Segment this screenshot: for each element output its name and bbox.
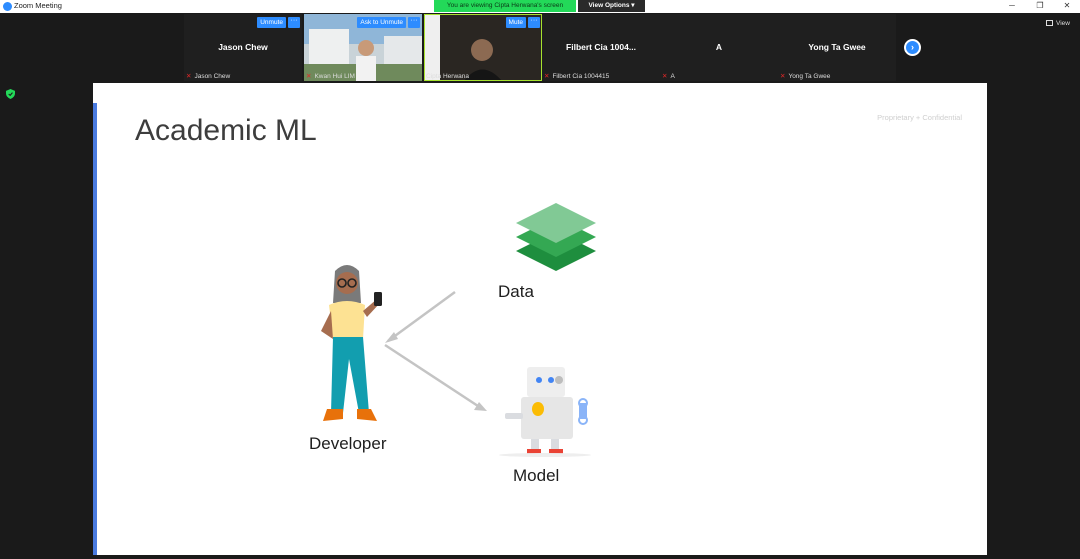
slide-title: Academic ML [135,114,317,147]
view-layout-button[interactable]: View [1046,18,1076,30]
mic-muted-icon: ✕ [186,73,192,80]
participant-tile[interactable]: Yong Ta Gwee ✕Yong Ta Gwee [778,14,896,81]
model-label: Model [513,466,560,485]
next-page-button[interactable]: › [904,39,921,56]
participant-tile[interactable]: A ✕A [660,14,778,81]
participant-label: Cipta Herwana [426,73,469,80]
screen-share-banner: You are viewing Cipta Herwana's screen [434,0,576,12]
participant-label-text: A [670,73,675,80]
participant-name: Filbert Cia 1004... [566,42,636,52]
model-robot-icon [499,367,591,457]
maximize-button[interactable]: ❐ [1036,1,1044,10]
confidential-notice: Proprietary + Confidential [877,113,962,122]
mic-muted-icon: ✕ [662,73,668,80]
mic-muted-icon: ✕ [780,73,786,80]
minimize-button[interactable]: ─ [1009,1,1015,10]
participant-name: Yong Ta Gwee [808,42,866,52]
participant-tile-active-speaker[interactable]: Mute ··· Cipta Herwana [424,14,542,81]
mute-button[interactable]: Mute [505,17,526,28]
grid-icon [1046,20,1053,26]
participant-tile-video[interactable]: Ask to Unmute ··· ✕Kwan Hui LIM [304,14,422,81]
participant-tile[interactable]: Filbert Cia 1004... ✕Filbert Cia 1004415 [542,14,660,81]
zoom-logo-icon [3,2,12,11]
participant-name: Jason Chew [218,42,268,52]
encryption-shield-icon [6,89,15,99]
developer-label: Developer [309,434,387,453]
slide-accent-bar [93,103,97,555]
participant-label-text: Jason Chew [194,73,231,80]
arrow-data-to-developer [385,290,456,343]
close-button[interactable]: ✕ [1063,1,1071,10]
developer-figure-icon [321,265,382,421]
window-title: Zoom Meeting [14,1,62,10]
participant-video [424,14,542,81]
more-options-button[interactable]: ··· [528,17,540,28]
participant-name: A [715,42,723,52]
participant-label-text: Kwan Hui LIM [314,73,355,80]
participant-label-text: Filbert Cia 1004415 [552,73,610,80]
participant-label-text: Cipta Herwana [426,73,469,80]
mic-muted-icon: ✕ [544,73,550,80]
participant-label: ✕Kwan Hui LIM [306,72,355,80]
more-options-button[interactable]: ··· [408,17,420,28]
participant-tile[interactable]: Jason Chew Unmute ··· ✕Jason Chew [184,14,302,81]
participant-label: ✕Filbert Cia 1004415 [544,72,609,80]
view-options-button[interactable]: View Options ▾ [578,0,645,12]
participant-label: ✕Jason Chew [186,72,230,80]
participant-label: ✕A [662,72,675,80]
data-layers-icon [516,203,596,271]
slide-illustration [321,203,596,457]
view-layout-label: View [1056,20,1070,27]
more-options-button[interactable]: ··· [288,17,300,28]
unmute-button[interactable]: Unmute [257,17,286,28]
shared-screen-slide: Academic ML Proprietary + Confidential [93,83,987,555]
arrow-developer-to-model [384,343,487,411]
data-label: Data [498,282,534,301]
participant-label-text: Yong Ta Gwee [788,73,831,80]
participant-label: ✕Yong Ta Gwee [780,72,830,80]
mic-muted-icon: ✕ [306,73,312,80]
ask-to-unmute-button[interactable]: Ask to Unmute [357,17,406,28]
